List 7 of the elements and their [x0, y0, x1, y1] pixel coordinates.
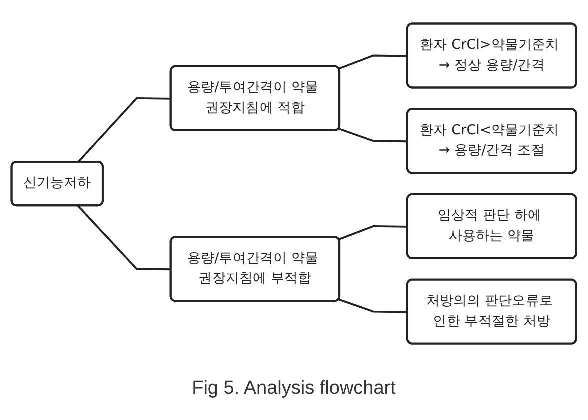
connector [77, 206, 172, 271]
connector [338, 128, 408, 143]
figure-caption: Fig 5. Analysis flowchart [191, 378, 397, 400]
connector [338, 299, 408, 314]
connector [338, 226, 408, 241]
connector [77, 98, 172, 164]
connector [338, 55, 408, 70]
